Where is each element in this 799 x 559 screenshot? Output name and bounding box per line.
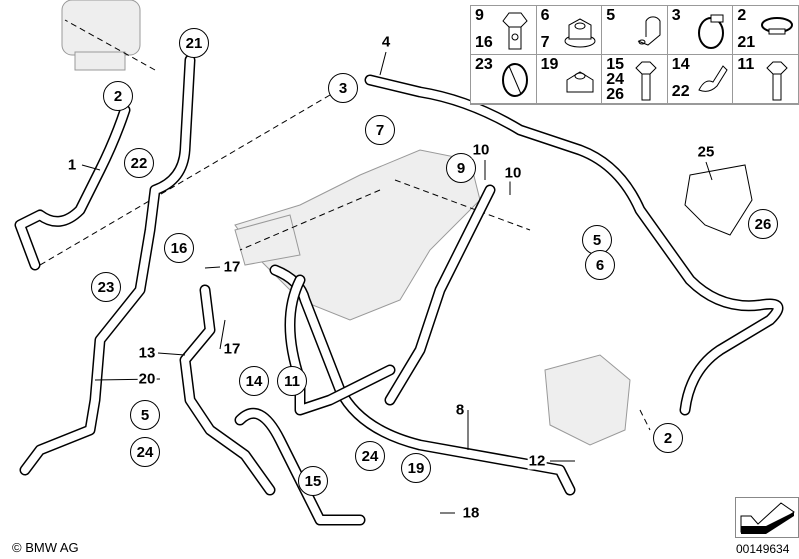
legend-cell: 19 <box>536 55 603 104</box>
legend-cell: 23 <box>471 55 537 104</box>
pipe-clamp-icon <box>637 16 661 46</box>
legend-part-number: 15 <box>606 56 624 73</box>
hose-return-4-inner <box>366 76 782 414</box>
legend-cell: 9 16 <box>471 6 537 55</box>
label-1: 1 <box>66 156 78 174</box>
hose-21-22-23-20 <box>19 54 196 476</box>
label-10: 10 <box>471 141 491 159</box>
legend-part-number: 21 <box>737 34 756 51</box>
hex-bolt-icon <box>766 61 788 101</box>
label-25: 25 <box>696 143 716 161</box>
hose-10-inner <box>386 186 494 404</box>
legend-cell: 2 21 <box>733 6 799 55</box>
legend-part-number: 16 <box>475 34 493 51</box>
ear-clamp-icon <box>760 17 793 35</box>
legend-part-number: 19 <box>540 56 559 73</box>
callout-5b: 5 <box>130 400 160 430</box>
label-8: 8 <box>454 401 466 419</box>
legend-part-number: 9 <box>475 7 484 24</box>
label-13: 13 <box>137 344 157 362</box>
legend-cell: 5 <box>602 6 668 55</box>
legend-cell: 14 22 <box>667 55 734 104</box>
copyright: © BMW AG <box>12 540 79 555</box>
image-number: 00149634 <box>736 542 790 556</box>
label-17b: 17 <box>222 340 242 358</box>
callout-2: 2 <box>103 81 133 111</box>
callout-24b: 24 <box>355 441 385 471</box>
hex-bolt-icon <box>635 61 657 101</box>
label-10b: 10 <box>503 164 523 182</box>
collar-nut-icon <box>566 71 594 93</box>
callout-24: 24 <box>130 437 160 467</box>
label-4: 4 <box>380 33 392 51</box>
flange-nut-icon <box>564 18 596 48</box>
hose-13-inner <box>181 286 274 494</box>
hose-clamp-icon <box>698 14 725 49</box>
callout-15: 15 <box>298 466 328 496</box>
orientation-arrow-icon <box>735 497 799 538</box>
hose-21-22-23-20-inner <box>21 56 194 474</box>
legend-part-number: 22 <box>671 83 690 100</box>
legend-part-number: 26 <box>606 86 624 103</box>
callout-26: 26 <box>748 209 778 239</box>
callout-11: 11 <box>277 366 307 396</box>
hose-15-inner <box>236 409 364 524</box>
callout-21: 21 <box>179 28 209 58</box>
callout-22: 22 <box>124 148 154 178</box>
hose-holder-icon <box>698 65 729 92</box>
label-18: 18 <box>461 504 481 522</box>
label-12: 12 <box>527 452 547 470</box>
label-20: 20 <box>137 370 157 388</box>
callout-23: 23 <box>91 272 121 302</box>
label-17: 17 <box>222 258 242 276</box>
legend-part-number: 6 <box>540 7 550 24</box>
legend-cell: 3 <box>667 6 734 55</box>
legend-part-number: 3 <box>671 7 681 24</box>
legend-part-number: 5 <box>606 7 616 24</box>
heat-shield-drawing <box>684 164 753 236</box>
hose-1 <box>14 104 131 271</box>
legend-part-number: 7 <box>540 34 550 51</box>
callout-14: 14 <box>239 366 269 396</box>
callout-6: 6 <box>585 250 615 280</box>
clip-icon <box>501 63 528 97</box>
legend-part-number: 2 <box>737 7 747 24</box>
legend-part-number: 23 <box>475 56 493 73</box>
callout-16: 16 <box>164 233 194 263</box>
legend-cell: 11 <box>733 55 799 104</box>
callout-7: 7 <box>365 115 395 145</box>
callout-3: 3 <box>328 73 358 103</box>
callout-19: 19 <box>401 453 431 483</box>
banjo-bolt-icon <box>501 12 528 50</box>
power-steering-pump-drawing <box>544 354 631 446</box>
legend-part-number: 14 <box>671 56 690 73</box>
legend-part-number: 24 <box>606 71 624 88</box>
callout-2b: 2 <box>653 423 683 453</box>
hose-1-inner <box>16 106 129 269</box>
reservoir-drawing <box>61 0 141 71</box>
callout-9: 9 <box>446 153 476 183</box>
legend-part-number: 11 <box>737 56 755 73</box>
